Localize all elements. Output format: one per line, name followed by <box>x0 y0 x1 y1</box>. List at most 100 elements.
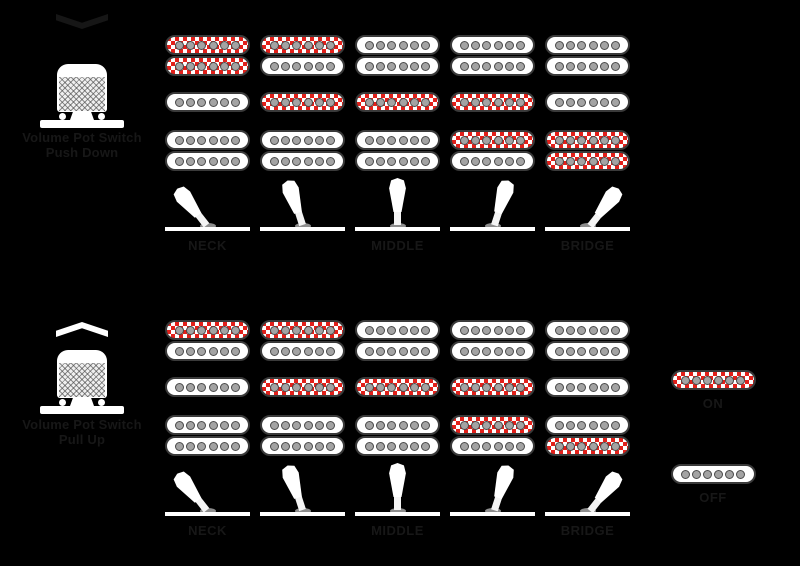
pole-piece <box>566 61 576 71</box>
pole-piece <box>208 346 218 356</box>
middle-coil <box>260 92 345 112</box>
pole-piece <box>219 346 229 356</box>
pole-piece <box>281 382 291 392</box>
pole-piece <box>314 156 324 166</box>
position-label: NECK <box>188 238 227 253</box>
pole-piece <box>175 325 184 335</box>
bridge-coil-south <box>450 436 535 456</box>
neck-coil-south <box>355 56 440 76</box>
pole-piece <box>197 40 207 50</box>
bridge-coil-north <box>355 130 440 150</box>
pole-piece <box>482 325 492 335</box>
pole-piece <box>409 441 419 451</box>
nut-hex <box>70 398 94 406</box>
pole-piece <box>365 97 374 107</box>
pole-piece <box>292 325 302 335</box>
switch-pivot <box>389 508 406 514</box>
pole-piece <box>197 135 207 145</box>
pole-piece <box>314 441 324 451</box>
pole-piece <box>504 441 514 451</box>
neck-humbucker <box>165 320 250 361</box>
pole-piece <box>303 382 313 392</box>
pole-piece <box>292 420 302 430</box>
pole-piece <box>387 441 397 451</box>
pole-piece <box>460 346 469 356</box>
pole-piece <box>420 135 430 145</box>
positions-row-pull-up: NECK <box>165 320 630 538</box>
positions-row-push-down: NECK <box>165 35 630 253</box>
switch-position-column: BRIDGE <box>545 320 630 538</box>
neck-coil-north <box>355 35 440 55</box>
neck-humbucker <box>450 320 535 361</box>
middle-single-coil <box>260 377 345 397</box>
pole-piece <box>270 441 279 451</box>
pole-piece <box>365 420 374 430</box>
pole-piece <box>219 97 229 107</box>
pole-piece <box>555 40 564 50</box>
knob-knurl-texture <box>59 77 105 111</box>
switch-pivot <box>579 223 596 229</box>
pole-piece <box>208 441 218 451</box>
pole-piece <box>208 135 218 145</box>
pole-piece <box>577 441 587 451</box>
pole-piece <box>398 346 408 356</box>
middle-coil <box>355 92 440 112</box>
pole-piece <box>292 382 302 392</box>
neck-humbucker <box>165 35 250 76</box>
pole-piece <box>314 97 324 107</box>
pole-piece <box>409 346 419 356</box>
nut-hex <box>70 112 94 120</box>
pole-piece <box>325 420 335 430</box>
pole-piece <box>387 97 397 107</box>
pole-piece <box>420 97 430 107</box>
middle-single-coil <box>355 377 440 397</box>
pole-piece <box>736 375 746 385</box>
pole-piece <box>314 346 324 356</box>
pole-piece <box>577 135 587 145</box>
switch-position-column: NECK <box>165 35 250 253</box>
pole-piece <box>387 346 397 356</box>
pole-piece <box>577 156 587 166</box>
neck-humbucker <box>355 320 440 361</box>
mode-block-push-down: Volume Pot Switch Push Down <box>9 0 155 170</box>
lever-cap <box>488 462 518 501</box>
pole-piece <box>555 61 564 71</box>
pole-piece <box>325 61 335 71</box>
switch-pivot <box>199 223 216 229</box>
switch-position-column <box>260 35 345 252</box>
pole-piece <box>325 40 335 50</box>
pole-piece <box>292 441 302 451</box>
pole-piece <box>482 40 492 50</box>
pole-piece <box>186 40 196 50</box>
neck-coil-north <box>165 320 250 340</box>
volume-knob-pushed <box>57 64 107 112</box>
pole-piece <box>387 40 397 50</box>
switch-lever-icon <box>388 178 408 228</box>
pole-piece <box>471 156 481 166</box>
pole-piece <box>610 40 620 50</box>
pole-piece <box>387 382 397 392</box>
pole-piece <box>409 40 419 50</box>
pole-piece <box>680 375 690 385</box>
pole-piece <box>325 325 335 335</box>
switch-base-line <box>260 512 345 516</box>
middle-single-coil <box>165 377 250 397</box>
pole-piece <box>325 346 335 356</box>
pole-piece <box>409 420 419 430</box>
pole-piece <box>230 40 240 50</box>
switch-base-line <box>355 227 440 231</box>
pole-piece <box>420 325 430 335</box>
bridge-coil-south <box>545 151 630 171</box>
pole-piece <box>588 325 598 335</box>
pole-piece <box>303 441 313 451</box>
pole-piece <box>577 346 587 356</box>
pole-piece <box>303 135 313 145</box>
bridge-coil-south <box>165 151 250 171</box>
mode-caption-line1: Volume Pot Switch <box>22 130 142 145</box>
pole-piece <box>197 325 207 335</box>
pole-piece <box>471 441 481 451</box>
pole-piece <box>577 325 587 335</box>
pole-piece <box>230 156 240 166</box>
pole-piece <box>376 97 386 107</box>
